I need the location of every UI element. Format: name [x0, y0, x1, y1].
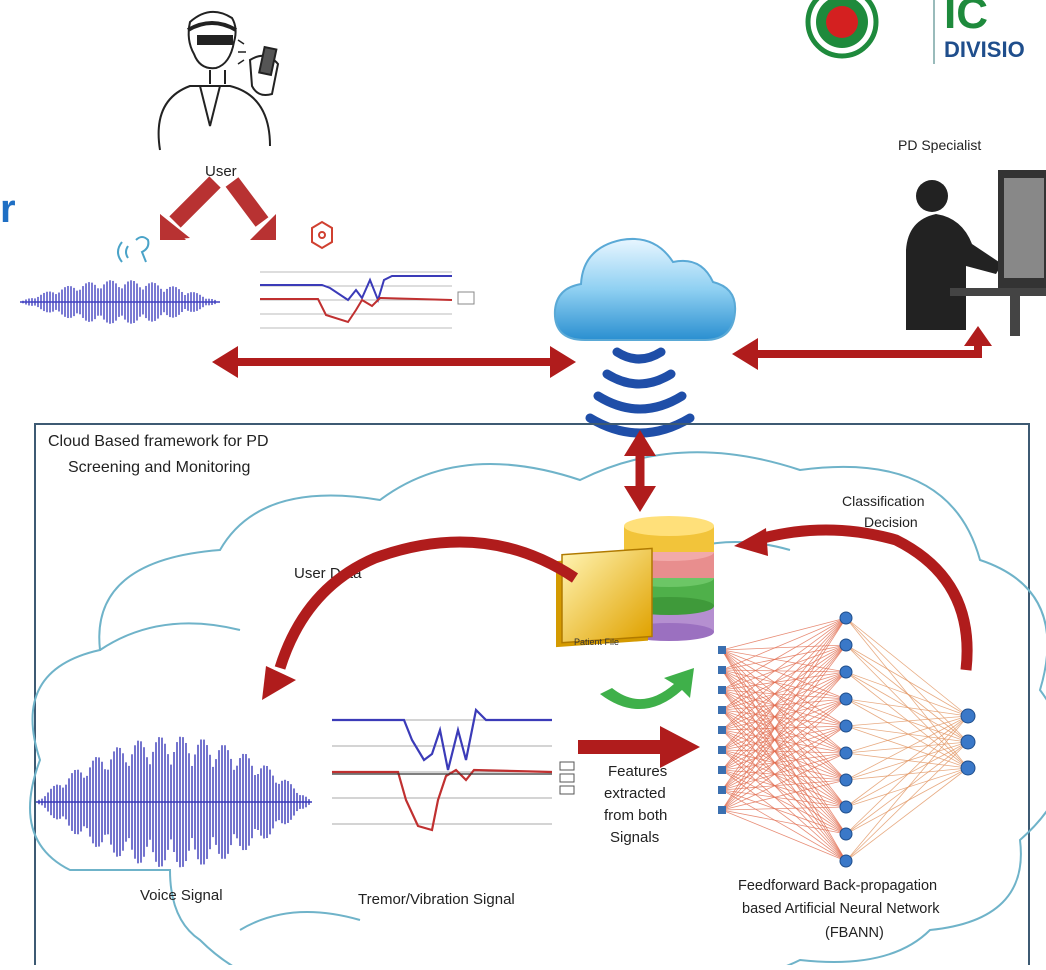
patient-file-label: Patient File	[574, 637, 619, 647]
user-label: User	[205, 163, 237, 180]
output-node	[960, 708, 976, 724]
framework-title-line1: Cloud Based framework for PD	[48, 433, 269, 450]
partial-title: r	[0, 187, 16, 231]
patient-file-icon: Patient File	[556, 547, 653, 648]
ict-division-logo: IC DIVISIO	[805, 0, 1046, 67]
features-line-2: extracted	[604, 785, 666, 802]
input-node	[718, 646, 726, 654]
hidden-node	[839, 800, 853, 814]
hidden-node	[839, 665, 853, 679]
input-node	[718, 726, 726, 734]
logo-text-bottom: DIVISIO	[944, 37, 1025, 62]
hidden-node	[839, 638, 853, 652]
arrow-cloud-specialist	[732, 326, 992, 370]
hidden-node	[839, 692, 853, 706]
framework-title-line2: Screening and Monitoring	[68, 459, 250, 476]
logo-text-top: IC	[944, 0, 988, 38]
fbann-line-2: based Artificial Neural Network	[742, 901, 940, 917]
wireless-icon	[585, 347, 695, 438]
hidden-node	[839, 773, 853, 787]
cloud-icon	[553, 238, 737, 341]
input-node	[718, 806, 726, 814]
hidden-node	[839, 611, 853, 625]
output-node	[960, 734, 976, 750]
tremor-signal-chart	[328, 696, 575, 846]
voice-icon	[117, 236, 150, 263]
tremor-signal-label: Tremor/Vibration Signal	[358, 891, 515, 908]
arrow-user-cloud	[212, 346, 576, 378]
output-node	[960, 760, 976, 776]
top-voice-waveform	[20, 280, 220, 324]
features-line-3: from both	[604, 807, 667, 824]
arrow-features	[578, 726, 700, 768]
input-node	[718, 686, 726, 694]
input-node	[718, 706, 726, 714]
user-split-arrows	[160, 176, 276, 240]
neural-network	[718, 611, 976, 868]
framework-cloud-outline	[29, 451, 1046, 970]
classification-label-line2: Decision	[864, 514, 918, 530]
voice-signal-label: Voice Signal	[140, 887, 223, 904]
input-node	[718, 746, 726, 754]
fbann-line-3: (FBANN)	[825, 925, 884, 941]
input-node	[718, 766, 726, 774]
sensor-icon	[311, 220, 333, 250]
specialist-label: PD Specialist	[898, 137, 981, 153]
top-tremor-chart	[258, 266, 475, 336]
green-return-arrow	[600, 668, 694, 710]
user-figure	[157, 11, 280, 151]
arrow-user-data	[262, 536, 579, 700]
hidden-node	[839, 719, 853, 733]
classification-label-line1: Classification	[842, 493, 924, 509]
hidden-node	[839, 827, 853, 841]
arrow-cloud-database	[624, 430, 656, 512]
features-line-1: Features	[608, 763, 667, 780]
input-node	[718, 666, 726, 674]
specialist-figure	[906, 170, 1046, 336]
hidden-node	[839, 746, 853, 760]
features-line-4: Signals	[610, 829, 659, 846]
input-node	[718, 786, 726, 794]
voice-signal-waveform	[36, 736, 312, 868]
fbann-line-1: Feedforward Back-propagation	[738, 878, 937, 894]
arrow-classification	[734, 524, 973, 671]
hidden-node	[839, 854, 853, 868]
